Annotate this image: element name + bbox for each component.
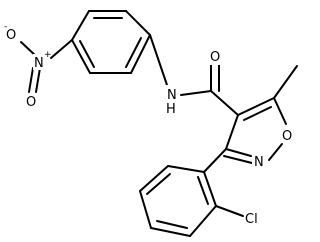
bond bbox=[215, 205, 244, 217]
isoxazole-oxygen: O bbox=[282, 129, 292, 144]
bond bbox=[150, 227, 191, 237]
bond bbox=[71, 10, 90, 41]
atom-labels: O - N + O N H O O N Cl bbox=[4, 22, 294, 227]
isoxazole-nitrogen: N bbox=[254, 155, 264, 170]
bond bbox=[210, 90, 239, 116]
bond bbox=[79, 40, 95, 68]
bond bbox=[225, 148, 252, 157]
bond bbox=[130, 34, 151, 74]
bond bbox=[189, 205, 217, 237]
bond bbox=[203, 171, 217, 207]
bond bbox=[139, 165, 169, 192]
bond bbox=[125, 10, 151, 36]
bond bbox=[156, 220, 188, 229]
bond bbox=[180, 90, 212, 96]
nitro-oxygen: O bbox=[26, 95, 36, 110]
bond bbox=[273, 97, 287, 125]
bond bbox=[146, 173, 171, 195]
bond bbox=[225, 114, 239, 150]
bonds bbox=[20, 10, 298, 237]
nitro-nitrogen: N bbox=[34, 56, 44, 71]
molecule-structure: O - N + O N H O O N Cl bbox=[4, 10, 298, 237]
bond bbox=[273, 65, 298, 99]
bond bbox=[139, 190, 152, 229]
bond bbox=[167, 165, 205, 173]
bond bbox=[237, 97, 275, 116]
oxide-oxygen: O bbox=[6, 28, 16, 43]
chlorine-atom: Cl bbox=[245, 212, 258, 227]
bond bbox=[197, 176, 209, 205]
bond bbox=[50, 39, 73, 59]
nitro-charge: + bbox=[44, 50, 52, 60]
bond bbox=[28, 67, 34, 93]
bond bbox=[243, 106, 272, 121]
bond bbox=[268, 143, 283, 161]
amide-hydrogen: H bbox=[166, 102, 176, 117]
bond bbox=[125, 37, 142, 68]
bond bbox=[71, 39, 91, 74]
carbonyl-oxygen: O bbox=[210, 50, 220, 65]
bond bbox=[35, 67, 41, 93]
bond bbox=[149, 34, 169, 89]
bond bbox=[223, 155, 253, 164]
oxide-charge: - bbox=[4, 22, 7, 32]
bond bbox=[203, 148, 227, 173]
amide-nitrogen: N bbox=[167, 88, 177, 103]
